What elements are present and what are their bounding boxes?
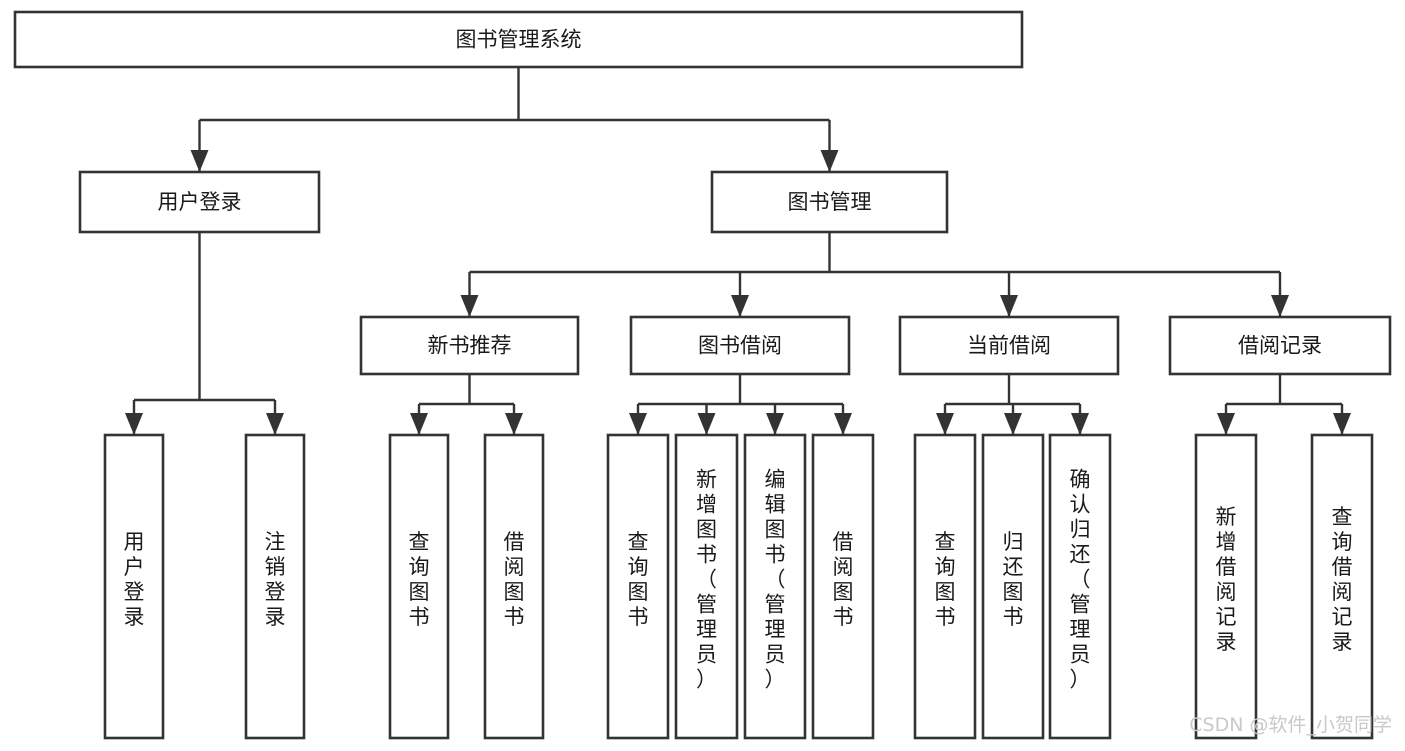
arrow-head-icon — [190, 150, 209, 172]
node-label: 归还图书 — [1003, 530, 1024, 629]
arrow-head-icon — [697, 413, 716, 435]
connector-group — [629, 374, 852, 435]
node-level2-3[interactable]: 借阅记录 — [1168, 315, 1392, 376]
node-level2-2[interactable]: 当前借阅 — [898, 315, 1120, 376]
node-level1-0[interactable]: 用户登录 — [78, 170, 321, 234]
arrow-head-icon — [410, 413, 428, 435]
arrow-head-icon — [125, 413, 143, 435]
node-box[interactable] — [483, 433, 545, 740]
node-level2-1[interactable]: 图书借阅 — [629, 315, 851, 376]
node-level2-0[interactable]: 新书推荐 — [359, 315, 580, 376]
node-box[interactable] — [359, 315, 580, 376]
node-box[interactable] — [244, 433, 306, 740]
arrow-head-icon — [731, 295, 749, 317]
node-leaf-9[interactable]: 归还图书 — [981, 433, 1045, 740]
node-box[interactable] — [1194, 433, 1258, 740]
node-box[interactable] — [629, 315, 851, 376]
node-box[interactable] — [981, 433, 1045, 740]
arrow-head-icon — [1000, 295, 1018, 317]
arrow-head-icon — [266, 413, 284, 435]
node-label: 查询图书 — [628, 530, 649, 629]
node-box[interactable] — [1310, 433, 1374, 740]
arrow-head-icon — [1217, 413, 1235, 435]
connector-group — [410, 374, 523, 435]
node-leaf-10[interactable]: 确认归还（管理员） — [1048, 433, 1112, 740]
node-box[interactable] — [913, 433, 977, 740]
node-leaf-5[interactable]: 新增图书（管理员） — [674, 433, 739, 740]
node-leaf-6[interactable]: 编辑图书（管理员） — [743, 433, 807, 740]
node-label: 图书管理 — [788, 190, 872, 214]
node-label: 用户登录 — [158, 190, 242, 214]
node-label: 确认归还（管理员） — [1070, 468, 1091, 692]
node-box[interactable] — [1048, 433, 1112, 740]
node-leaf-4[interactable]: 查询图书 — [606, 433, 670, 740]
node-leaf-8[interactable]: 查询图书 — [913, 433, 977, 740]
arrow-head-icon — [766, 413, 784, 435]
node-label: 注销登录 — [265, 530, 286, 629]
arrow-head-icon — [820, 150, 839, 172]
connector-group — [936, 374, 1089, 435]
node-leaf-0[interactable]: 用户登录 — [103, 433, 165, 740]
node-label: 新增借阅记录 — [1216, 505, 1237, 654]
node-label: 图书管理系统 — [456, 28, 582, 52]
node-box[interactable] — [1168, 315, 1392, 376]
arrow-head-icon — [1271, 295, 1289, 317]
node-label: 图书借阅 — [698, 334, 782, 358]
node-box[interactable] — [606, 433, 670, 740]
arrow-head-icon — [460, 295, 479, 317]
connector-group — [1217, 374, 1351, 435]
node-leaf-1[interactable]: 注销登录 — [244, 433, 306, 740]
node-label: 当前借阅 — [967, 334, 1051, 358]
node-level1-1[interactable]: 图书管理 — [710, 170, 949, 234]
arrow-head-icon — [505, 413, 523, 435]
node-label: 新书推荐 — [428, 334, 512, 358]
node-box[interactable] — [710, 170, 949, 234]
node-box[interactable] — [103, 433, 165, 740]
node-leaf-12[interactable]: 查询借阅记录 — [1310, 433, 1374, 740]
watermark-label: CSDN @软件_小贺同学 — [1189, 714, 1392, 736]
connector-group — [190, 67, 839, 172]
arrow-head-icon — [629, 413, 647, 435]
node-box[interactable] — [388, 433, 450, 740]
node-leaf-2[interactable]: 查询图书 — [388, 433, 450, 740]
node-label: 查询借阅记录 — [1332, 505, 1353, 654]
node-label: 借阅记录 — [1238, 334, 1322, 358]
arrow-head-icon — [936, 413, 954, 435]
node-box[interactable] — [811, 433, 875, 740]
node-label: 新增图书（管理员） — [696, 468, 717, 692]
node-label: 借阅图书 — [833, 530, 854, 629]
arrow-head-icon — [834, 413, 852, 435]
node-leaf-11[interactable]: 新增借阅记录 — [1194, 433, 1258, 740]
node-box[interactable] — [674, 433, 739, 740]
node-box[interactable] — [898, 315, 1120, 376]
node-label: 借阅图书 — [504, 530, 525, 629]
arrow-head-icon — [1004, 413, 1022, 435]
node-box[interactable] — [743, 433, 807, 740]
node-leaf-7[interactable]: 借阅图书 — [811, 433, 875, 740]
node-label: 编辑图书（管理员） — [765, 468, 786, 692]
connector-layer — [125, 67, 1351, 435]
arrow-head-icon — [1333, 413, 1351, 435]
node-label: 查询图书 — [409, 530, 430, 629]
node-box[interactable] — [78, 170, 321, 234]
node-leaf-3[interactable]: 借阅图书 — [483, 433, 545, 740]
node-layer: 图书管理系统用户登录图书管理新书推荐图书借阅当前借阅借阅记录用户登录注销登录查询… — [13, 10, 1392, 740]
connector-group — [125, 232, 284, 435]
node-root-0[interactable]: 图书管理系统 — [13, 10, 1024, 69]
connector-group — [460, 232, 1289, 317]
node-label: 查询图书 — [935, 530, 956, 629]
arrow-head-icon — [1071, 413, 1089, 435]
node-box[interactable] — [13, 10, 1024, 69]
node-label: 用户登录 — [124, 530, 145, 629]
